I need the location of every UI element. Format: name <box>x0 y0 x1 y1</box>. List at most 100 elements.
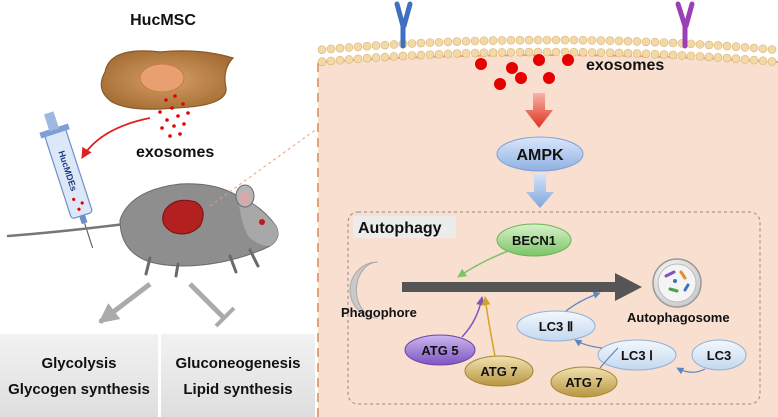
lipid-head <box>686 51 696 61</box>
exosome-cluster-cell <box>475 54 574 90</box>
promoted-item-0: Glycolysis <box>41 355 116 372</box>
lipid-head <box>659 38 669 47</box>
lipid-head <box>731 54 741 63</box>
exosome-to-syringe-arrow <box>81 117 151 159</box>
lipid-head <box>452 37 462 46</box>
lipid-head <box>695 52 705 61</box>
phagophore-label: Phagophore <box>341 305 417 320</box>
lipid-head <box>614 36 624 46</box>
lipid-head <box>317 57 327 66</box>
lipid-head <box>326 44 336 54</box>
lipid-head <box>551 47 561 57</box>
lipid-head <box>740 55 750 64</box>
lipid-head <box>668 38 678 48</box>
lipid-head <box>569 47 579 57</box>
lipid-head <box>767 57 777 66</box>
lipid-head <box>488 48 498 57</box>
lipid-head <box>389 52 399 61</box>
lipid-head <box>317 45 327 54</box>
lc3-to-lc3-i-arrow <box>676 367 706 375</box>
lipid-head <box>569 35 579 45</box>
lipid-head <box>614 48 624 58</box>
lipid-head <box>470 36 480 46</box>
becn1-arrow <box>457 250 509 278</box>
lc3-ii-node <box>516 310 596 342</box>
lipid-head <box>650 49 660 59</box>
lipid-head <box>551 35 561 45</box>
lipid-head <box>326 56 336 66</box>
lipid-head <box>722 53 732 63</box>
lipid-head <box>605 48 615 58</box>
ampk-label: AMPK <box>516 147 564 164</box>
atg7-right-label: ATG 7 <box>565 375 602 390</box>
lipid-bilayer <box>317 35 777 66</box>
lipid-head <box>578 47 588 57</box>
lipid-head <box>758 44 768 54</box>
lipid-head <box>560 35 570 45</box>
promote-arrow <box>98 282 152 324</box>
lipid-head <box>380 40 390 50</box>
rat-icon <box>6 183 279 278</box>
lipid-head <box>695 40 705 49</box>
lipid-head <box>353 54 363 64</box>
autophagosome-icon <box>652 258 702 308</box>
lipid-head <box>668 50 678 60</box>
stem-cell-icon <box>100 50 235 110</box>
lipid-head <box>452 49 462 58</box>
lipid-head <box>434 49 444 59</box>
promoted-box <box>0 334 158 417</box>
lipid-head <box>371 53 381 62</box>
lipid-head <box>335 55 345 65</box>
lipid-head <box>353 42 363 52</box>
lipid-head <box>524 35 534 45</box>
lipid-head <box>425 38 435 47</box>
lipid-head <box>398 51 408 61</box>
lipid-head <box>659 50 669 59</box>
ampk-node <box>496 136 584 172</box>
ampk-to-autophagy-arrow <box>526 174 554 208</box>
lipid-head <box>740 43 750 52</box>
lipid-head <box>335 43 345 53</box>
lc3-ii-label: LC3 Ⅱ <box>539 319 574 334</box>
autophagy-title-bg <box>353 216 456 238</box>
atg5-arrow <box>461 296 486 338</box>
lipid-head <box>416 38 426 48</box>
lipid-head <box>641 37 651 47</box>
lipid-head <box>416 50 426 60</box>
lipid-head <box>407 39 417 48</box>
lipid-head <box>344 43 354 52</box>
lipid-head <box>479 48 489 58</box>
lc3-i-to-lc3-ii-arrow <box>574 339 603 349</box>
exosome-dots-left <box>158 94 190 138</box>
lipid-head <box>596 48 606 57</box>
lipid-head <box>443 37 453 47</box>
hucmsc-label: HucMSC <box>130 12 196 29</box>
lipid-head <box>479 36 489 46</box>
lc3-label: LC3 <box>707 348 732 363</box>
lc3-ii-to-autophagosome-arrow <box>565 291 601 312</box>
lipid-head <box>362 41 372 51</box>
receptor-blue-icon <box>394 1 413 49</box>
main-autophagy-arrow <box>402 273 642 301</box>
inhibited-item-0: Gluconeogenesis <box>175 355 300 372</box>
autophagosome-label: Autophagosome <box>627 310 730 325</box>
lipid-head <box>407 51 417 60</box>
lipid-head <box>389 40 399 49</box>
lc3-i-label: LC3 Ⅰ <box>621 348 653 363</box>
lipid-head <box>515 35 525 45</box>
lipid-head <box>470 48 480 58</box>
lipid-head <box>677 51 687 60</box>
lipid-head <box>749 43 759 53</box>
lipid-head <box>632 37 642 46</box>
atg5-label: ATG 5 <box>421 343 458 358</box>
lipid-head <box>434 37 444 47</box>
lipid-head <box>623 48 633 58</box>
lipid-head <box>533 35 543 45</box>
lipid-head <box>632 49 642 58</box>
lipid-head <box>704 40 714 50</box>
lipid-head <box>605 36 615 46</box>
lipid-head <box>749 55 759 65</box>
lipid-head <box>722 41 732 51</box>
